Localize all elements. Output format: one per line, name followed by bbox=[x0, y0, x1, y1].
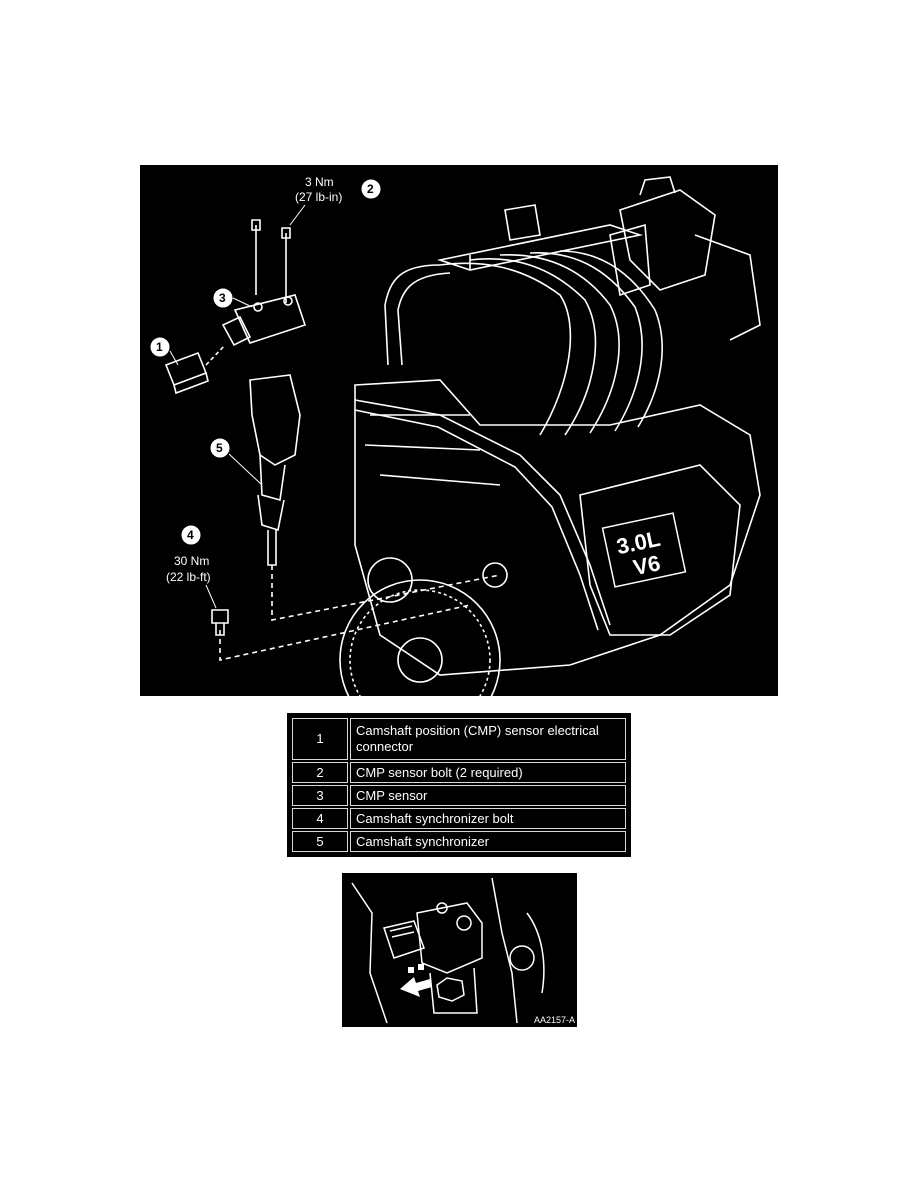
callout-5-number: 5 bbox=[216, 441, 223, 455]
synchronizer-hex bbox=[436, 977, 465, 1002]
legend-number: 4 bbox=[292, 808, 348, 829]
synchronizer-body bbox=[429, 967, 478, 1014]
callout-5: 5 bbox=[209, 437, 263, 486]
synchronizer-gear bbox=[257, 494, 285, 532]
reference-code: AA2157-A bbox=[534, 1015, 575, 1025]
bracket bbox=[694, 234, 761, 341]
engine-background bbox=[526, 912, 545, 994]
table-row: 4 Camshaft synchronizer bolt bbox=[292, 808, 626, 829]
legend-number: 1 bbox=[292, 718, 348, 760]
callout-2-number: 2 bbox=[367, 182, 374, 196]
engine-badge-line2: V6 bbox=[631, 550, 663, 580]
engine-block bbox=[354, 379, 761, 676]
electrical-connector bbox=[164, 351, 208, 387]
legend-number: 5 bbox=[292, 831, 348, 852]
engine-background bbox=[351, 882, 388, 1024]
callout-2-torque-imperial: (27 lb-in) bbox=[295, 190, 342, 204]
table-row: 3 CMP sensor bbox=[292, 785, 626, 806]
legend-number: 2 bbox=[292, 762, 348, 783]
camshaft-synchronizer bbox=[249, 374, 301, 466]
pulley bbox=[482, 562, 508, 588]
cmp-sensor-connector bbox=[221, 315, 252, 347]
table-row: 5 Camshaft synchronizer bbox=[292, 831, 626, 852]
callout-2-torque-nm: 3 Nm bbox=[305, 175, 334, 189]
wiring-harness bbox=[354, 409, 599, 631]
cmp-sensor-bolt bbox=[436, 902, 448, 914]
bracket bbox=[609, 223, 651, 297]
callout-1-number: 1 bbox=[156, 340, 163, 354]
callout-4-number: 4 bbox=[187, 528, 194, 542]
synchronizer-shaft bbox=[267, 530, 277, 566]
intake-runner bbox=[439, 262, 572, 436]
flywheel bbox=[339, 579, 501, 696]
leader-line bbox=[219, 604, 471, 661]
engine-badge: 3.0L V6 bbox=[601, 512, 687, 588]
flywheel-hub bbox=[397, 637, 443, 683]
intake-runner bbox=[529, 252, 643, 432]
leader-line bbox=[205, 344, 226, 366]
callout-4-torque-nm: 30 Nm bbox=[174, 554, 209, 568]
flywheel bbox=[349, 589, 491, 696]
electrical-connector bbox=[383, 920, 425, 959]
sensor-bolt bbox=[281, 227, 291, 303]
legend-description: Camshaft synchronizer bolt bbox=[350, 808, 626, 829]
hose bbox=[397, 272, 451, 366]
cmp-sensor-hole bbox=[283, 296, 293, 306]
pulley bbox=[367, 557, 413, 603]
callout-4: 4 30 Nm (22 lb-ft) bbox=[166, 524, 217, 609]
cmp-sensor-hole bbox=[253, 302, 263, 312]
legend-table: 1 Camshaft position (CMP) sensor electri… bbox=[287, 713, 631, 857]
synchronizer-bolt bbox=[211, 609, 229, 636]
throttle-body bbox=[639, 176, 676, 196]
leader-line bbox=[271, 565, 501, 621]
release-arrow-icon bbox=[400, 964, 432, 997]
sensor-base bbox=[509, 945, 535, 971]
callout-3: 3 bbox=[212, 287, 253, 309]
legend-number: 3 bbox=[292, 785, 348, 806]
valve-cover bbox=[579, 464, 741, 636]
legend-description: CMP sensor bbox=[350, 785, 626, 806]
electrical-connector bbox=[173, 372, 209, 395]
engine-block-detail bbox=[364, 414, 501, 486]
cmp-sensor-bolt bbox=[456, 915, 472, 931]
main-diagram-svg: 3.0L V6 3 Nm (27 lb-in) 2 3 1 5 4 30 Nm … bbox=[149, 175, 761, 696]
legend-grid: 1 Camshaft position (CMP) sensor electri… bbox=[290, 716, 628, 854]
throttle-body bbox=[619, 189, 716, 291]
cmp-sensor bbox=[416, 902, 483, 974]
sensor-bolt bbox=[251, 219, 261, 295]
detail-diagram: AA2157-A bbox=[342, 873, 577, 1027]
legend-description: CMP sensor bolt (2 required) bbox=[350, 762, 626, 783]
legend-description: Camshaft synchronizer bbox=[350, 831, 626, 852]
engine-background bbox=[491, 877, 518, 1024]
intake-runner bbox=[559, 250, 663, 428]
table-row: 1 Camshaft position (CMP) sensor electri… bbox=[292, 718, 626, 760]
main-exploded-diagram: 3.0L V6 3 Nm (27 lb-in) 2 3 1 5 4 30 Nm … bbox=[140, 165, 778, 696]
callout-4-torque-imperial: (22 lb-ft) bbox=[166, 570, 211, 584]
callout-2: 3 Nm (27 lb-in) 2 bbox=[289, 175, 382, 226]
electrical-connector-lock bbox=[389, 925, 415, 938]
camshaft-synchronizer bbox=[259, 454, 286, 502]
detail-diagram-svg: AA2157-A bbox=[351, 877, 575, 1025]
cmp-sensor bbox=[233, 294, 307, 344]
connector-block bbox=[504, 204, 541, 241]
manifold-rail bbox=[436, 224, 644, 271]
hose bbox=[384, 264, 441, 366]
wiring-harness bbox=[354, 399, 611, 626]
intake-runner bbox=[499, 253, 620, 434]
callout-1: 1 bbox=[149, 336, 179, 366]
intake-runner bbox=[469, 257, 597, 436]
callout-3-number: 3 bbox=[219, 291, 226, 305]
legend-description: Camshaft position (CMP) sensor electrica… bbox=[350, 718, 626, 760]
table-row: 2 CMP sensor bolt (2 required) bbox=[292, 762, 626, 783]
